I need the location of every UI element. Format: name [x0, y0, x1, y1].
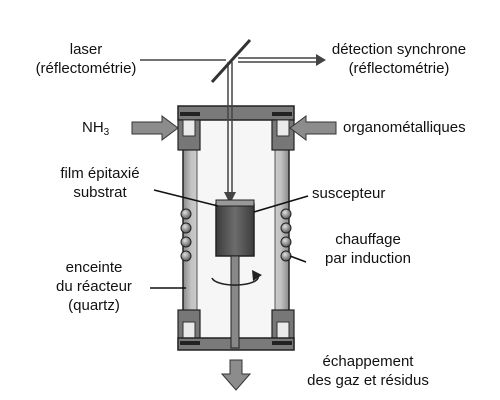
enclosure-label: enceinte du réacteur (quartz) — [42, 258, 146, 315]
nh3-label-subscript: 3 — [103, 127, 110, 138]
heating-leader-line — [289, 255, 307, 263]
nh3-label: NH3 — [82, 118, 110, 138]
detection-label-line2: (réflectométrie) — [348, 60, 450, 77]
enclosure-label-line3: (quartz) — [68, 297, 120, 314]
leader-lines — [150, 189, 309, 289]
heating-label-line2: par induction — [325, 250, 411, 267]
laser-label: laser (réflectométrie) — [30, 40, 142, 78]
exhaust-label: échappement des gaz et résidus — [288, 352, 448, 390]
organometallic-inlet-arrow — [289, 115, 337, 141]
rotation-arrow — [211, 270, 262, 286]
exhaust-label-line2: des gaz et résidus — [307, 372, 429, 389]
detection-label: détection synchrone (réflectométrie) — [318, 40, 480, 78]
susceptor — [215, 199, 255, 257]
enclosure-label-line2: du réacteur — [56, 278, 132, 295]
heating-label-line1: chauffage — [335, 231, 401, 248]
film-label: film épitaxié — [60, 165, 140, 182]
susceptor-rod — [230, 255, 240, 349]
induction-coil-left — [180, 208, 192, 262]
exhaust-label-line1: échappement — [322, 353, 414, 370]
exhaust-arrow — [220, 359, 252, 391]
top-flange — [177, 105, 295, 151]
nh3-inlet-arrow — [131, 115, 179, 141]
nh3-label-main: NH — [82, 119, 104, 136]
laser-beam — [140, 54, 326, 204]
detection-label-line1: détection synchrone — [331, 41, 467, 58]
organometallic-label: organométalliques — [343, 119, 466, 136]
film-substrate-label: film épitaxié substrat — [44, 164, 156, 202]
induction-coil-right — [280, 208, 292, 262]
heating-label: chauffage par induction — [312, 230, 424, 268]
laser-label-line1: laser — [69, 41, 103, 58]
enclosure-label-line1: enceinte — [65, 259, 123, 276]
susceptor-leader-line — [253, 195, 309, 213]
susceptor-label: suscepteur — [312, 185, 386, 202]
beam-splitter-mirror — [210, 38, 252, 84]
film-leader-line — [153, 189, 219, 207]
substrate-label: substrat — [73, 184, 127, 201]
laser-label-line2: (réflectométrie) — [35, 60, 137, 77]
